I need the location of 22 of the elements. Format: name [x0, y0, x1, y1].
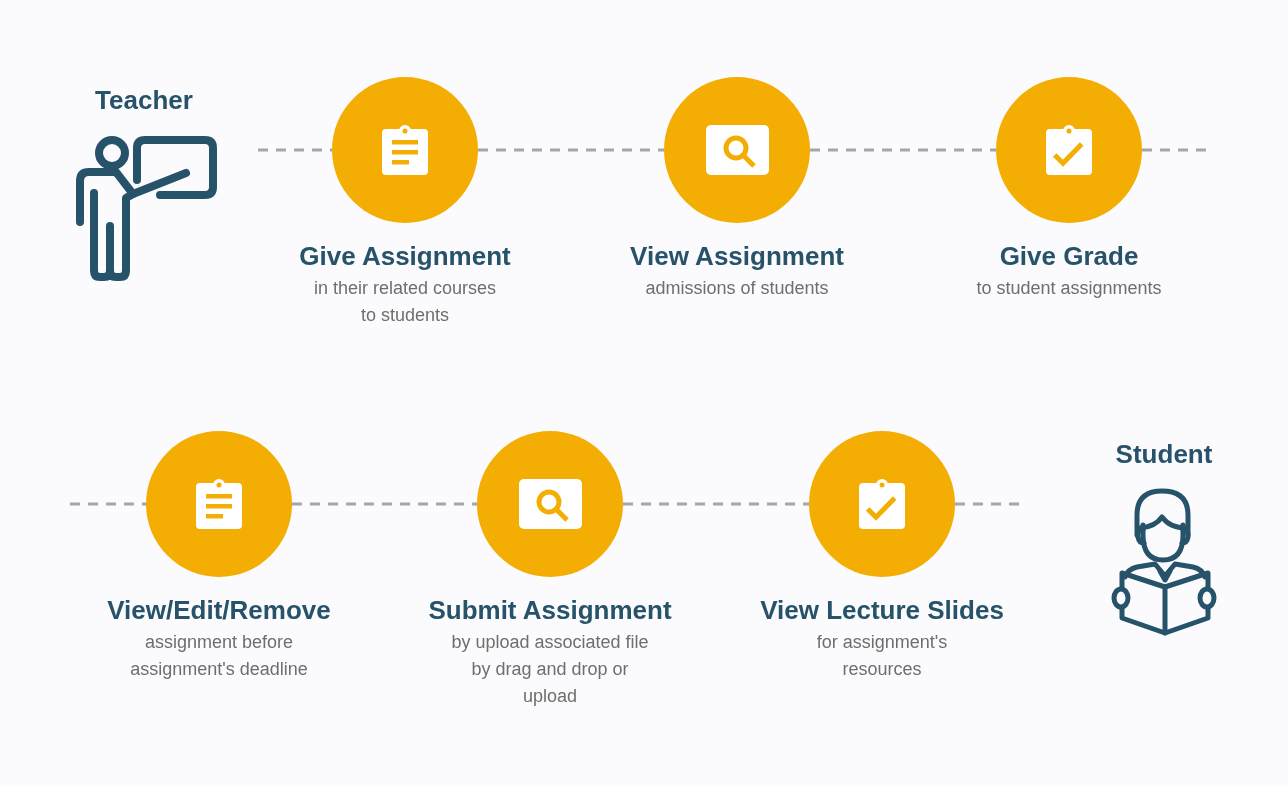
dashed-line [70, 502, 146, 506]
role-label: Teacher [95, 84, 193, 116]
step-description: to student assignments [976, 277, 1162, 300]
step-title: Give Assignment [299, 240, 511, 272]
step-title: Submit Assignment [428, 594, 672, 626]
dashed-line [292, 502, 477, 506]
step-description: for assignment's resources [815, 631, 949, 681]
step-description: assignment before assignment's deadline [129, 631, 309, 681]
step-title: View Lecture Slides [760, 594, 1004, 626]
dashed-line [955, 502, 1020, 506]
dashed-line [478, 148, 664, 152]
step-description: in their related courses to students [312, 277, 498, 327]
dashed-line [1142, 148, 1208, 152]
step-title: View/Edit/Remove [107, 594, 331, 626]
dashed-line [258, 148, 332, 152]
dashed-line [810, 148, 996, 152]
step-title: Give Grade [999, 240, 1139, 272]
dashed-line [623, 502, 809, 506]
step-description: by upload associated file by drag and drop or upload [450, 631, 650, 708]
step-description: admissions of students [645, 277, 829, 300]
role-label: Student [1115, 438, 1213, 470]
step-title: View Assignment [630, 240, 844, 272]
